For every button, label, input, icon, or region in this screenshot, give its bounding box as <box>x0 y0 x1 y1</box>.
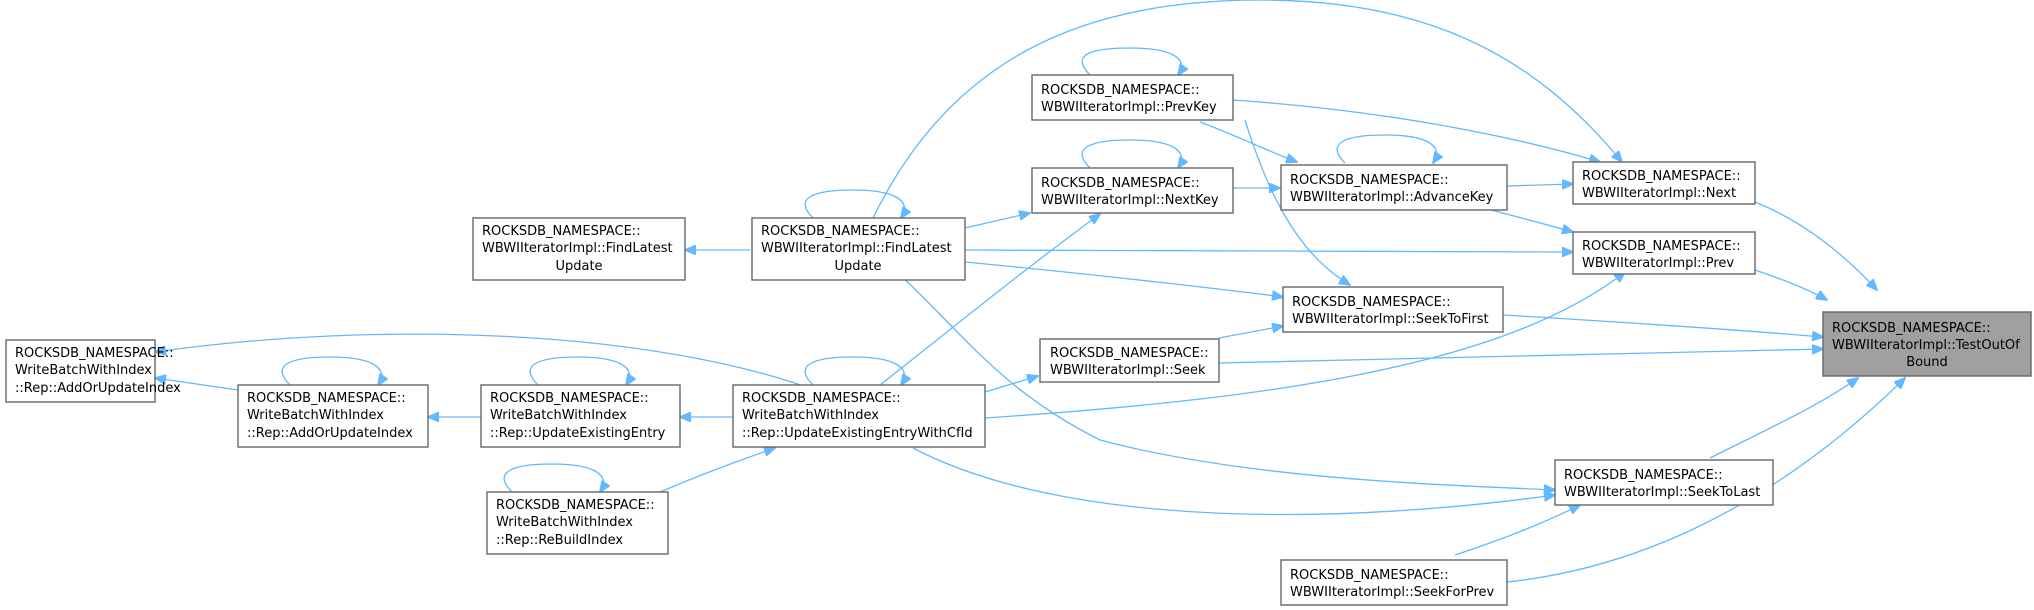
edge-updateexistingentrywithcfid-to-seek <box>984 376 1038 393</box>
node-addorupdateindex-left-line3: ::Rep::AddOrUpdateIndex <box>15 381 181 396</box>
node-prevkey-line1: ROCKSDB_NAMESPACE:: <box>1041 83 1200 98</box>
node-findlatestupdate-main-line2: WBWIIteratorImpl::FindLatest <box>761 241 952 256</box>
node-addorupdateindex-right-line2: WriteBatchWithIndex <box>247 408 384 423</box>
edge-rebuildindex-to-seektolast <box>1454 505 1580 556</box>
node-rebuildindex-line1: ROCKSDB_NAMESPACE:: <box>496 498 655 513</box>
node-seekforprev-line2: WBWIIteratorImpl::SeekForPrev <box>1290 585 1495 600</box>
node-next[interactable]: ROCKSDB_NAMESPACE:: WBWIIteratorImpl::Ne… <box>1572 161 1756 205</box>
node-addorupdateindex-left-line1: ROCKSDB_NAMESPACE:: <box>15 346 174 361</box>
edge-addorupdateindex-b-self <box>281 356 381 385</box>
node-seektofirst[interactable]: ROCKSDB_NAMESPACE:: WBWIIteratorImpl::Se… <box>1282 286 1504 333</box>
node-findlatestupdate-main-line1: ROCKSDB_NAMESPACE:: <box>761 224 920 239</box>
node-testoutofbound-line1: ROCKSDB_NAMESPACE:: <box>1832 321 1991 336</box>
node-findlatestupdate-left-line3: Update <box>555 259 602 274</box>
edge-rebuildindex-self <box>503 463 603 492</box>
edge-seektolast-to-testoutofbound <box>1709 378 1858 459</box>
edge-findlatestupdate-to-seektolast <box>899 274 1555 490</box>
edge-findlatestupdate-to-next <box>872 0 1622 219</box>
node-addorupdateindex-left[interactable]: ROCKSDB_NAMESPACE:: WriteBatchWithIndex … <box>5 339 181 403</box>
node-seekforprev[interactable]: ROCKSDB_NAMESPACE:: WBWIIteratorImpl::Se… <box>1280 559 1508 606</box>
node-seek[interactable]: ROCKSDB_NAMESPACE:: WBWIIteratorImpl::Se… <box>1039 338 1220 383</box>
node-prev-line2: WBWIIteratorImpl::Prev <box>1582 256 1734 271</box>
node-prevkey[interactable]: ROCKSDB_NAMESPACE:: WBWIIteratorImpl::Pr… <box>1031 74 1234 121</box>
node-findlatestupdate-left[interactable]: ROCKSDB_NAMESPACE:: WBWIIteratorImpl::Fi… <box>472 217 686 281</box>
edge-seektofirst-to-testoutofbound <box>1502 314 1823 337</box>
node-updateexistingentrywithcfid-line3: ::Rep::UpdateExistingEntryWithCfId <box>742 426 973 441</box>
edge-prevkey-to-next <box>1232 99 1600 162</box>
edge-updateexistingentrywithcfid-to-addorupdateindex-a <box>155 333 816 391</box>
edge-prevkey-self <box>1081 47 1181 75</box>
node-seektolast-line1: ROCKSDB_NAMESPACE:: <box>1564 468 1723 483</box>
node-seekforprev-line1: ROCKSDB_NAMESPACE:: <box>1290 568 1449 583</box>
edge-updateexistingentrywithcfid-to-prev <box>984 272 1625 419</box>
edge-updateexistingentrywithcfid-self <box>804 356 904 385</box>
edge-findlatestupdate-b-self <box>804 189 904 218</box>
node-nextkey-line1: ROCKSDB_NAMESPACE:: <box>1041 176 1200 191</box>
node-findlatestupdate-left-line2: WBWIIteratorImpl::FindLatest <box>482 241 673 256</box>
edge-seekforprev-to-testoutofbound <box>1506 378 1905 583</box>
edge-prevkey-to-seektofirst <box>1244 119 1350 285</box>
node-prev-line1: ROCKSDB_NAMESPACE:: <box>1582 239 1741 254</box>
node-addorupdateindex-right-line1: ROCKSDB_NAMESPACE:: <box>247 391 406 406</box>
node-testoutofbound[interactable]: ROCKSDB_NAMESPACE:: WBWIIteratorImpl::Te… <box>1822 311 2032 377</box>
edge-updateexistingentrywithcfid-to-nextkey <box>879 214 1100 386</box>
node-seek-line1: ROCKSDB_NAMESPACE:: <box>1050 346 1209 361</box>
node-addorupdateindex-left-line2: WriteBatchWithIndex <box>15 363 152 378</box>
node-advancekey-line2: WBWIIteratorImpl::AdvanceKey <box>1290 190 1494 205</box>
node-seektofirst-line2: WBWIIteratorImpl::SeekToFirst <box>1292 312 1489 327</box>
node-next-line1: ROCKSDB_NAMESPACE:: <box>1582 169 1741 184</box>
node-testoutofbound-line2: WBWIIteratorImpl::TestOutOf <box>1832 338 2020 353</box>
edge-advancekey-to-next <box>1506 184 1573 186</box>
edge-prev-to-testoutofbound <box>1754 269 1827 300</box>
node-rebuildindex-line2: WriteBatchWithIndex <box>496 515 633 530</box>
node-seektolast[interactable]: ROCKSDB_NAMESPACE:: WBWIIteratorImpl::Se… <box>1554 459 1774 506</box>
node-seektofirst-line1: ROCKSDB_NAMESPACE:: <box>1292 295 1451 310</box>
node-nextkey[interactable]: ROCKSDB_NAMESPACE:: WBWIIteratorImpl::Ne… <box>1031 167 1234 214</box>
edge-seek-to-seektofirst <box>1218 326 1283 339</box>
node-updateexistingentry-line3: ::Rep::UpdateExistingEntry <box>490 426 666 441</box>
edge-nextkey-self <box>1081 139 1181 168</box>
node-updateexistingentry-line1: ROCKSDB_NAMESPACE:: <box>490 391 649 406</box>
edges <box>155 0 1905 583</box>
node-updateexistingentry[interactable]: ROCKSDB_NAMESPACE:: WriteBatchWithIndex … <box>480 384 681 448</box>
edge-addorupdateindex-b-to-a <box>155 378 239 391</box>
node-findlatestupdate-left-line1: ROCKSDB_NAMESPACE:: <box>482 224 641 239</box>
edge-rebuildindex-to-updateexistingentrywithcfid <box>659 448 775 493</box>
edge-findlatestupdate-to-seektofirst <box>964 261 1283 297</box>
node-findlatestupdate-main[interactable]: ROCKSDB_NAMESPACE:: WBWIIteratorImpl::Fi… <box>751 217 966 281</box>
edge-updateexistingentrywithcfid-to-seektolast <box>912 447 1555 516</box>
node-updateexistingentrywithcfid-line2: WriteBatchWithIndex <box>742 408 879 423</box>
node-addorupdateindex-right-line3: ::Rep::AddOrUpdateIndex <box>247 426 413 441</box>
edge-advancekey-to-prev <box>1479 206 1573 232</box>
node-rebuildindex[interactable]: ROCKSDB_NAMESPACE:: WriteBatchWithIndex … <box>486 491 669 555</box>
node-seek-line2: WBWIIteratorImpl::Seek <box>1050 363 1206 378</box>
edge-updateexistingentry-self <box>529 356 629 385</box>
node-advancekey[interactable]: ROCKSDB_NAMESPACE:: WBWIIteratorImpl::Ad… <box>1280 164 1508 211</box>
edge-findlatestupdate-to-nextkey <box>964 213 1030 229</box>
node-seektolast-line2: WBWIIteratorImpl::SeekToLast <box>1564 485 1760 500</box>
node-updateexistingentrywithcfid-line1: ROCKSDB_NAMESPACE:: <box>742 391 901 406</box>
node-updateexistingentry-line2: WriteBatchWithIndex <box>490 408 627 423</box>
node-prev[interactable]: ROCKSDB_NAMESPACE:: WBWIIteratorImpl::Pr… <box>1572 231 1756 275</box>
edge-advancekey-self <box>1336 134 1436 163</box>
node-addorupdateindex-right[interactable]: ROCKSDB_NAMESPACE:: WriteBatchWithIndex … <box>237 384 429 448</box>
node-testoutofbound-line3: Bound <box>1906 355 1948 370</box>
edge-prevkey-to-advancekey <box>1199 121 1297 162</box>
edge-seek-to-testoutofbound <box>1218 349 1823 364</box>
node-findlatestupdate-main-line3: Update <box>834 259 881 274</box>
nodes: ROCKSDB_NAMESPACE:: WBWIIteratorImpl::Te… <box>5 74 2032 606</box>
node-prevkey-line2: WBWIIteratorImpl::PrevKey <box>1041 100 1217 115</box>
node-nextkey-line2: WBWIIteratorImpl::NextKey <box>1041 193 1219 208</box>
edge-findlatestupdate-to-prev <box>964 250 1573 252</box>
edge-next-to-testoutofbound <box>1754 201 1877 290</box>
node-next-line2: WBWIIteratorImpl::Next <box>1582 186 1736 201</box>
node-updateexistingentrywithcfid[interactable]: ROCKSDB_NAMESPACE:: WriteBatchWithIndex … <box>732 384 986 448</box>
node-advancekey-line1: ROCKSDB_NAMESPACE:: <box>1290 173 1449 188</box>
node-rebuildindex-line3: ::Rep::ReBuildIndex <box>496 533 623 548</box>
